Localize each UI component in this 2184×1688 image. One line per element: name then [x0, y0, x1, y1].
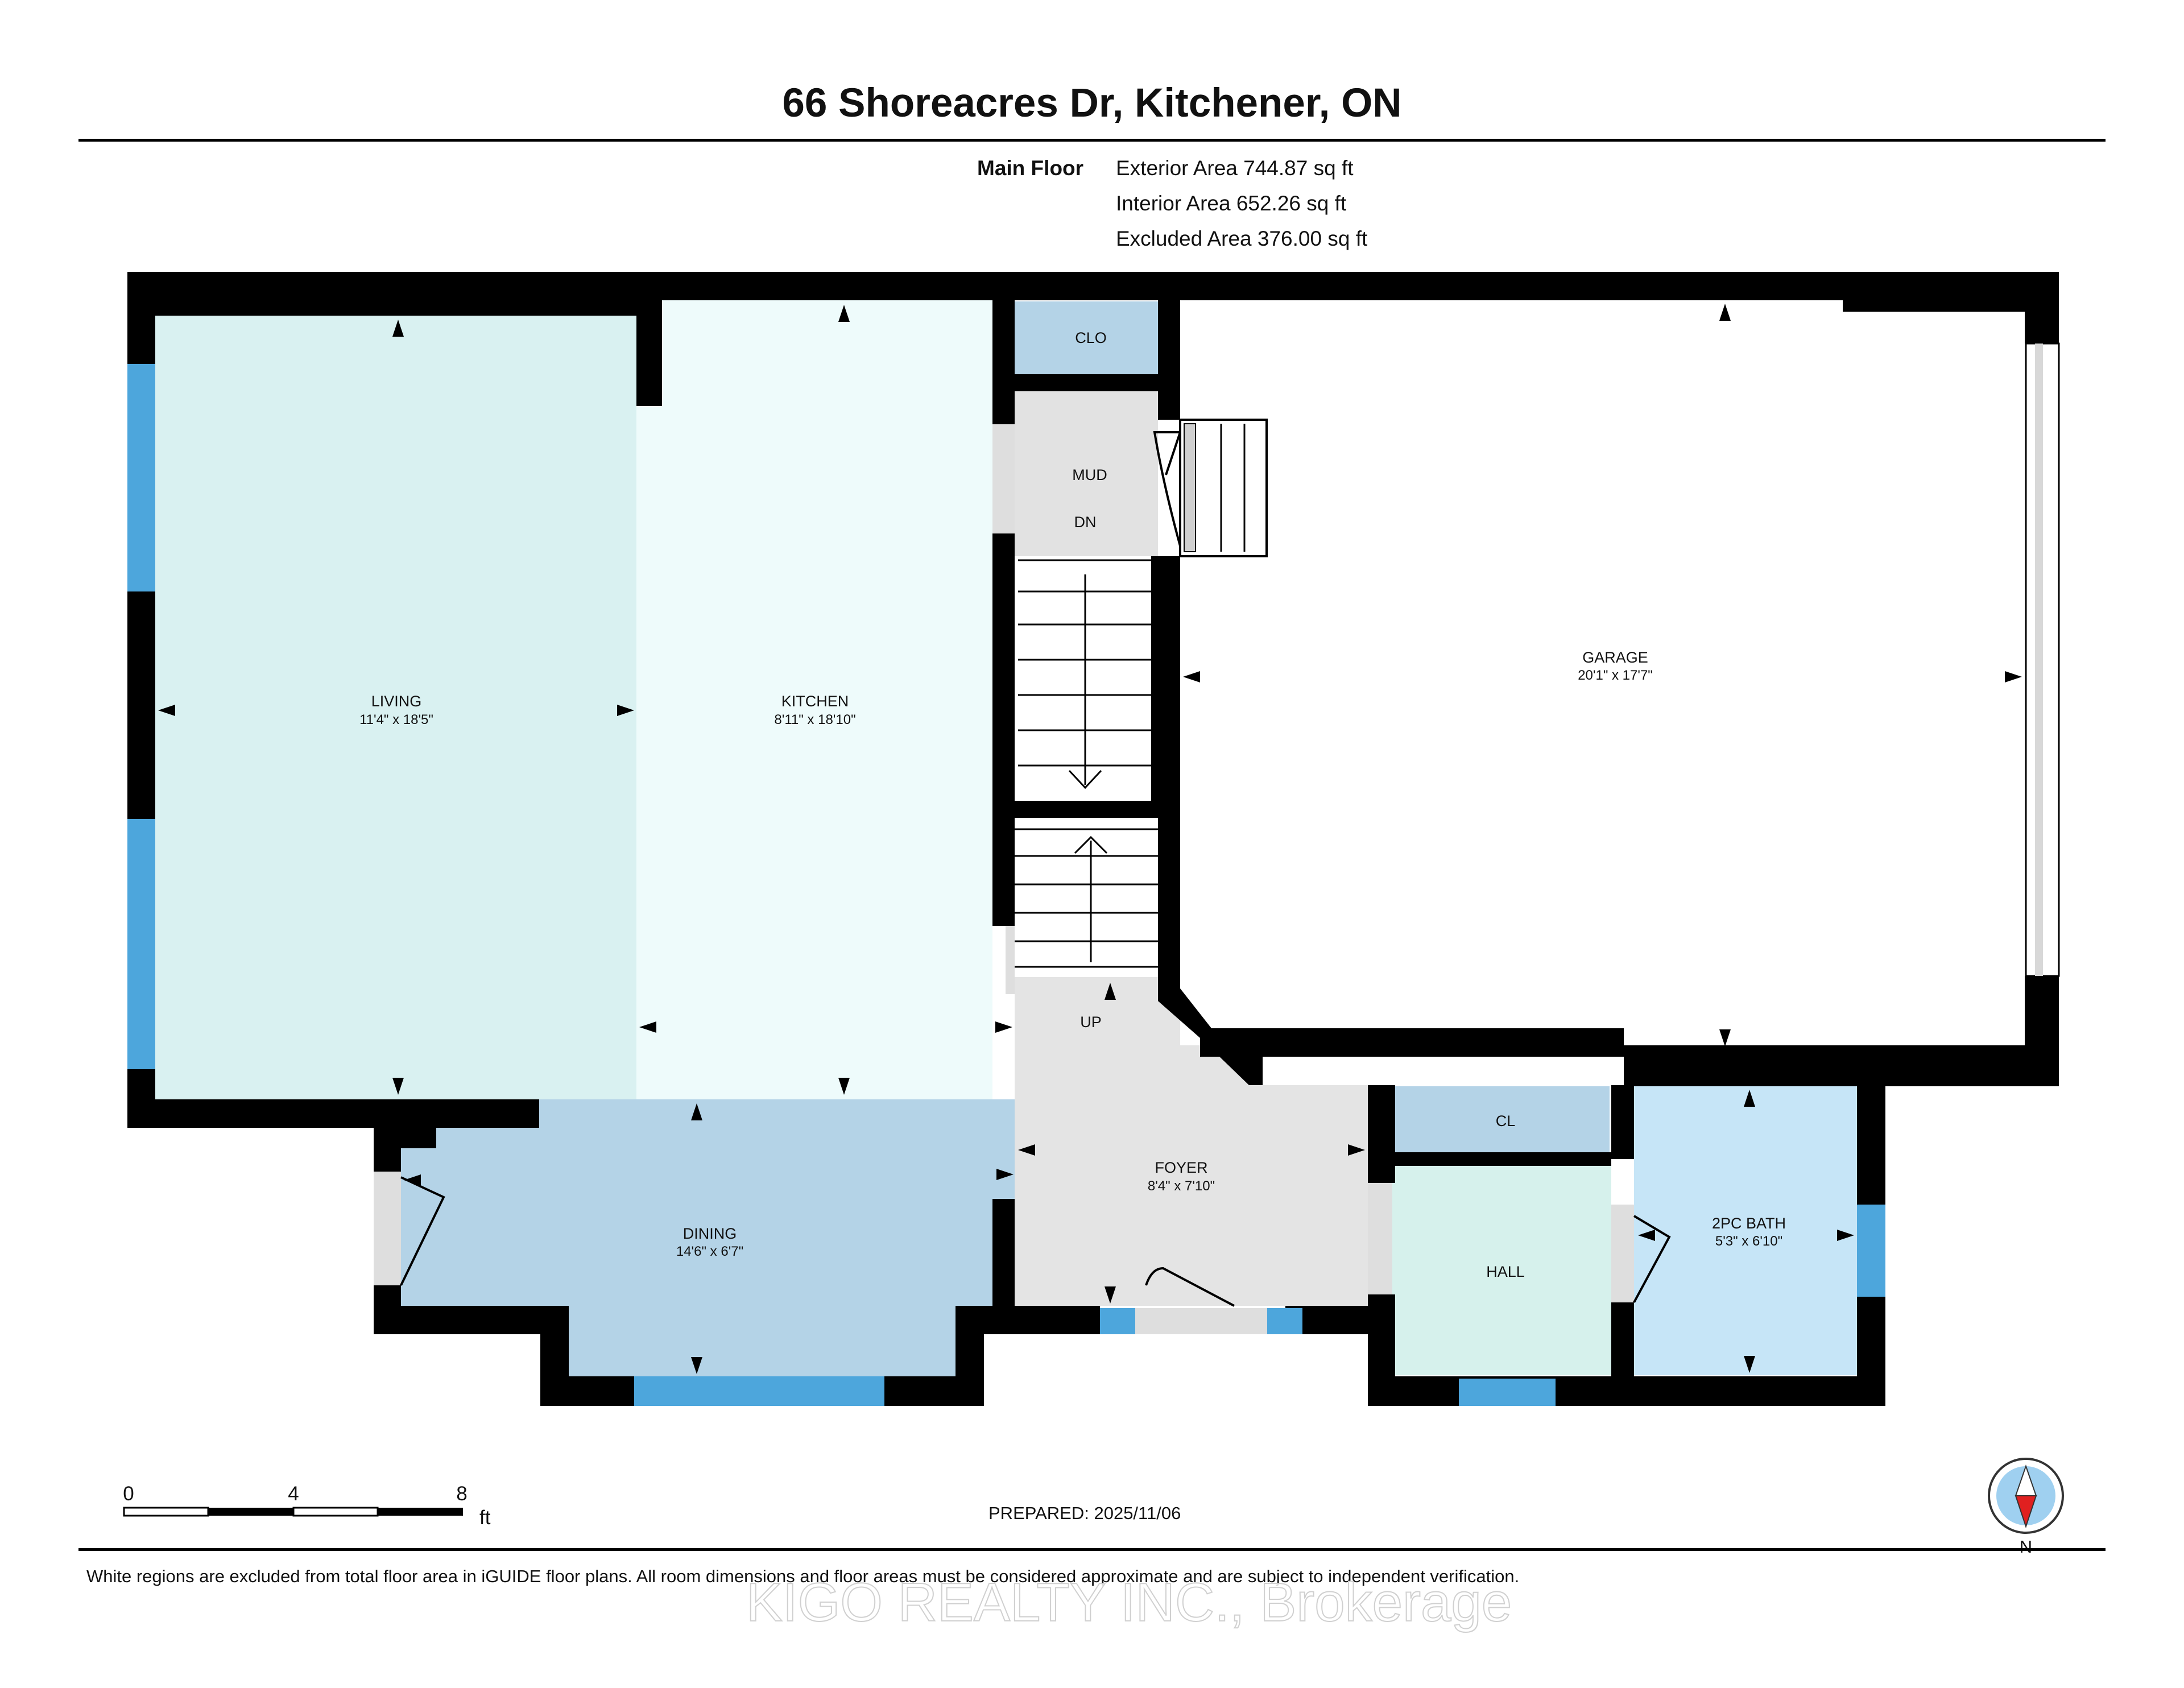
prepared-date: PREPARED: 2025/11/06: [988, 1503, 1181, 1523]
room-dim-bath: 5'3" x 6'10": [1715, 1234, 1782, 1249]
header-rule: [78, 139, 2106, 142]
stairs: [1015, 559, 1158, 968]
room-label-bath: 2PC BATH: [1712, 1215, 1786, 1232]
arrow-up-icon: [691, 1103, 702, 1120]
scale-unit: ft: [479, 1507, 491, 1529]
arrow-right-icon: [996, 1169, 1014, 1180]
room-label-foyer: FOYER: [1155, 1159, 1207, 1176]
arrow-down-icon: [1719, 1029, 1731, 1046]
arrow-left-icon: [158, 705, 175, 716]
window: [127, 364, 155, 591]
arrow-down-icon: [838, 1078, 850, 1095]
living-fill: [155, 316, 636, 1099]
arrow-left-icon: [1638, 1230, 1655, 1241]
arrow-left-icon: [404, 1174, 421, 1186]
window: [127, 819, 155, 1069]
kitchen-fill: [636, 300, 992, 1099]
arrow-right-icon: [995, 1021, 1012, 1033]
arrow-up-icon: [838, 305, 850, 322]
arrow-down-icon: [392, 1078, 404, 1095]
windows: [127, 364, 1885, 1406]
excluded-area: Excluded Area 376.00 sq ft: [1116, 227, 1368, 250]
floor-label: Main Floor: [977, 156, 1083, 180]
stair-up-fill: [1015, 818, 1158, 977]
arrow-up-icon: [1105, 983, 1116, 1000]
arrow-right-icon: [617, 705, 634, 716]
arrow-right-icon: [2005, 671, 2022, 682]
room-dim-living: 11'4" x 18'5": [359, 712, 433, 727]
arrow-up-icon: [1719, 304, 1731, 321]
arrow-left-icon: [1018, 1144, 1035, 1156]
window: [1857, 1205, 1885, 1297]
foyer-fill: [1015, 977, 1368, 1306]
page-title: 66 Shoreacres Dr, Kitchener, ON: [782, 81, 1401, 126]
arrow-left-icon: [639, 1021, 656, 1033]
arrow-up-icon: [1744, 1090, 1755, 1107]
room-dim-foyer: 8'4" x 7'10": [1148, 1178, 1215, 1194]
room-dim-dining: 14'6" x 6'7": [676, 1244, 743, 1259]
watermark: KIGO REALTY INC., Brokerage: [746, 1572, 1512, 1633]
stair-down-fill: [1015, 556, 1151, 801]
stairs-up-label: UP: [1080, 1013, 1102, 1031]
room-dim-garage: 20'1" x 17'7": [1578, 668, 1653, 683]
interior-area: Interior Area 652.26 sq ft: [1116, 192, 1347, 215]
door-swings: [400, 431, 1671, 1307]
room-label-mud: MUD: [1072, 466, 1107, 483]
garage-fill: [1180, 300, 2025, 1045]
arrow-left-icon: [1183, 671, 1200, 682]
arrow-down-icon: [1744, 1356, 1755, 1373]
window: [1459, 1379, 1556, 1406]
room-label-clo: CLO: [1075, 329, 1107, 346]
mud-steps: [1179, 419, 1268, 557]
window: [634, 1376, 884, 1406]
scale-bar: 0 4 8 ft: [123, 1483, 490, 1529]
exterior-area: Exterior Area 744.87 sq ft: [1116, 156, 1354, 180]
room-label-hall: HALL: [1486, 1263, 1525, 1280]
scale-label-0: 0: [123, 1483, 134, 1505]
window: [1267, 1308, 1302, 1334]
hall-fill: [1392, 1166, 1611, 1375]
arrow-up-icon: [392, 320, 404, 337]
window: [1100, 1308, 1135, 1334]
dining-fill: [401, 1099, 1015, 1376]
openings: [374, 424, 1634, 1334]
scale-label-4: 4: [288, 1483, 299, 1505]
room-fills: [155, 300, 2025, 1376]
compass-label: N: [2020, 1537, 2032, 1557]
arrow-down-icon: [691, 1357, 702, 1374]
bath-fill: [1634, 1086, 1857, 1375]
clo-fill: [1015, 301, 1158, 374]
dimension-arrows: [158, 304, 2022, 1374]
scale-label-8: 8: [456, 1483, 467, 1505]
room-label-garage: GARAGE: [1582, 649, 1648, 666]
arrow-down-icon: [1105, 1286, 1116, 1304]
room-label-dining: DINING: [683, 1225, 737, 1242]
stairs-down-label: DN: [1074, 514, 1097, 531]
room-label-living: LIVING: [371, 693, 422, 710]
disclaimer: White regions are excluded from total fl…: [86, 1566, 1519, 1586]
room-dim-kitchen: 8'11" x 18'10": [774, 712, 855, 727]
compass-north-icon: N: [1988, 1458, 2064, 1557]
arrow-right-icon: [1348, 1144, 1365, 1156]
garage-door-panel: [2035, 344, 2043, 976]
room-label-kitchen: KITCHEN: [781, 693, 849, 710]
arrow-right-icon: [1837, 1230, 1854, 1241]
cl-fill: [1392, 1086, 1610, 1152]
mud-fill: [1015, 391, 1158, 556]
footer-rule: [78, 1548, 2106, 1551]
room-label-cl: CL: [1496, 1112, 1516, 1130]
